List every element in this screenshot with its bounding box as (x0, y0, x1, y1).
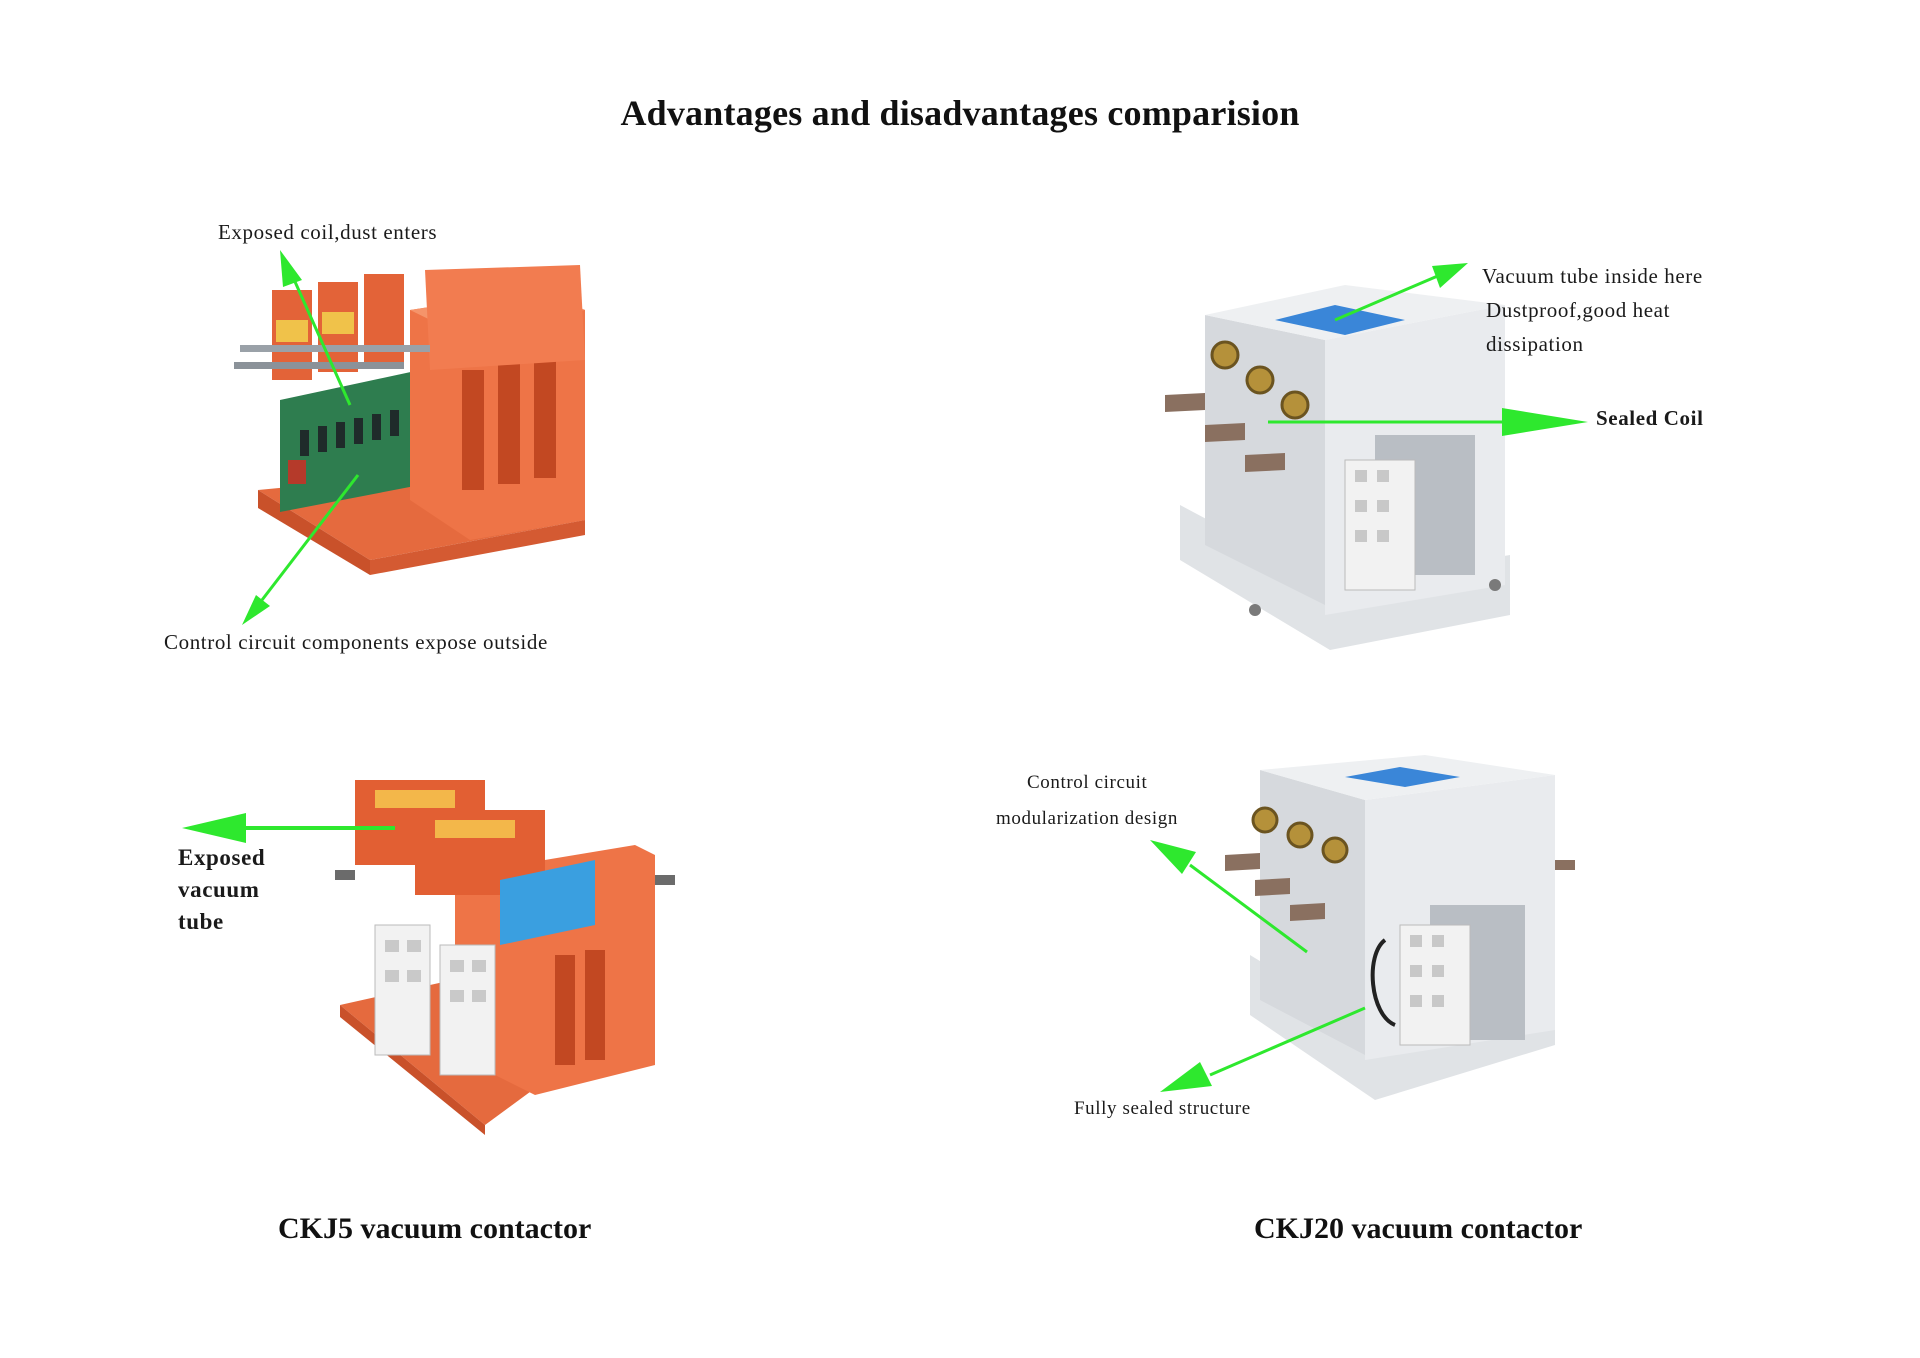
label-vacuum-tube-line2: Dustproof,good heat (1486, 298, 1671, 322)
pcb-board (280, 370, 420, 512)
ckj5-bottom-image (335, 780, 675, 1135)
nameplate (500, 860, 595, 945)
label-sealed-coil: Sealed Coil (1596, 406, 1704, 430)
label-vacuum-tube-line3: dissipation (1486, 332, 1584, 356)
page-title: Advantages and disadvantages comparision (620, 93, 1300, 133)
label-fully-sealed: Fully sealed structure (1074, 1098, 1251, 1119)
caption-ckj5: CKJ5 vacuum contactor (278, 1212, 592, 1245)
ckj20-top-image (1165, 285, 1510, 650)
caption-ckj20: CKJ20 vacuum contactor (1254, 1212, 1583, 1245)
nameplate (1275, 305, 1405, 335)
label-exposed-vacuum-tube: Exposed vacuum tube (178, 845, 266, 934)
label-exposed-coil: Exposed coil,dust enters (218, 220, 438, 244)
nameplate (1345, 767, 1460, 787)
ckj20-bottom-image (1225, 755, 1575, 1100)
label-control-components: Control circuit components expose outsid… (164, 630, 548, 654)
label-control-line1: Control circuit (1027, 772, 1148, 793)
label-control-line2: modularization design (996, 808, 1178, 829)
ckj5-top-image (234, 265, 585, 575)
label-vacuum-tube-line1: Vacuum tube inside here (1482, 264, 1703, 288)
